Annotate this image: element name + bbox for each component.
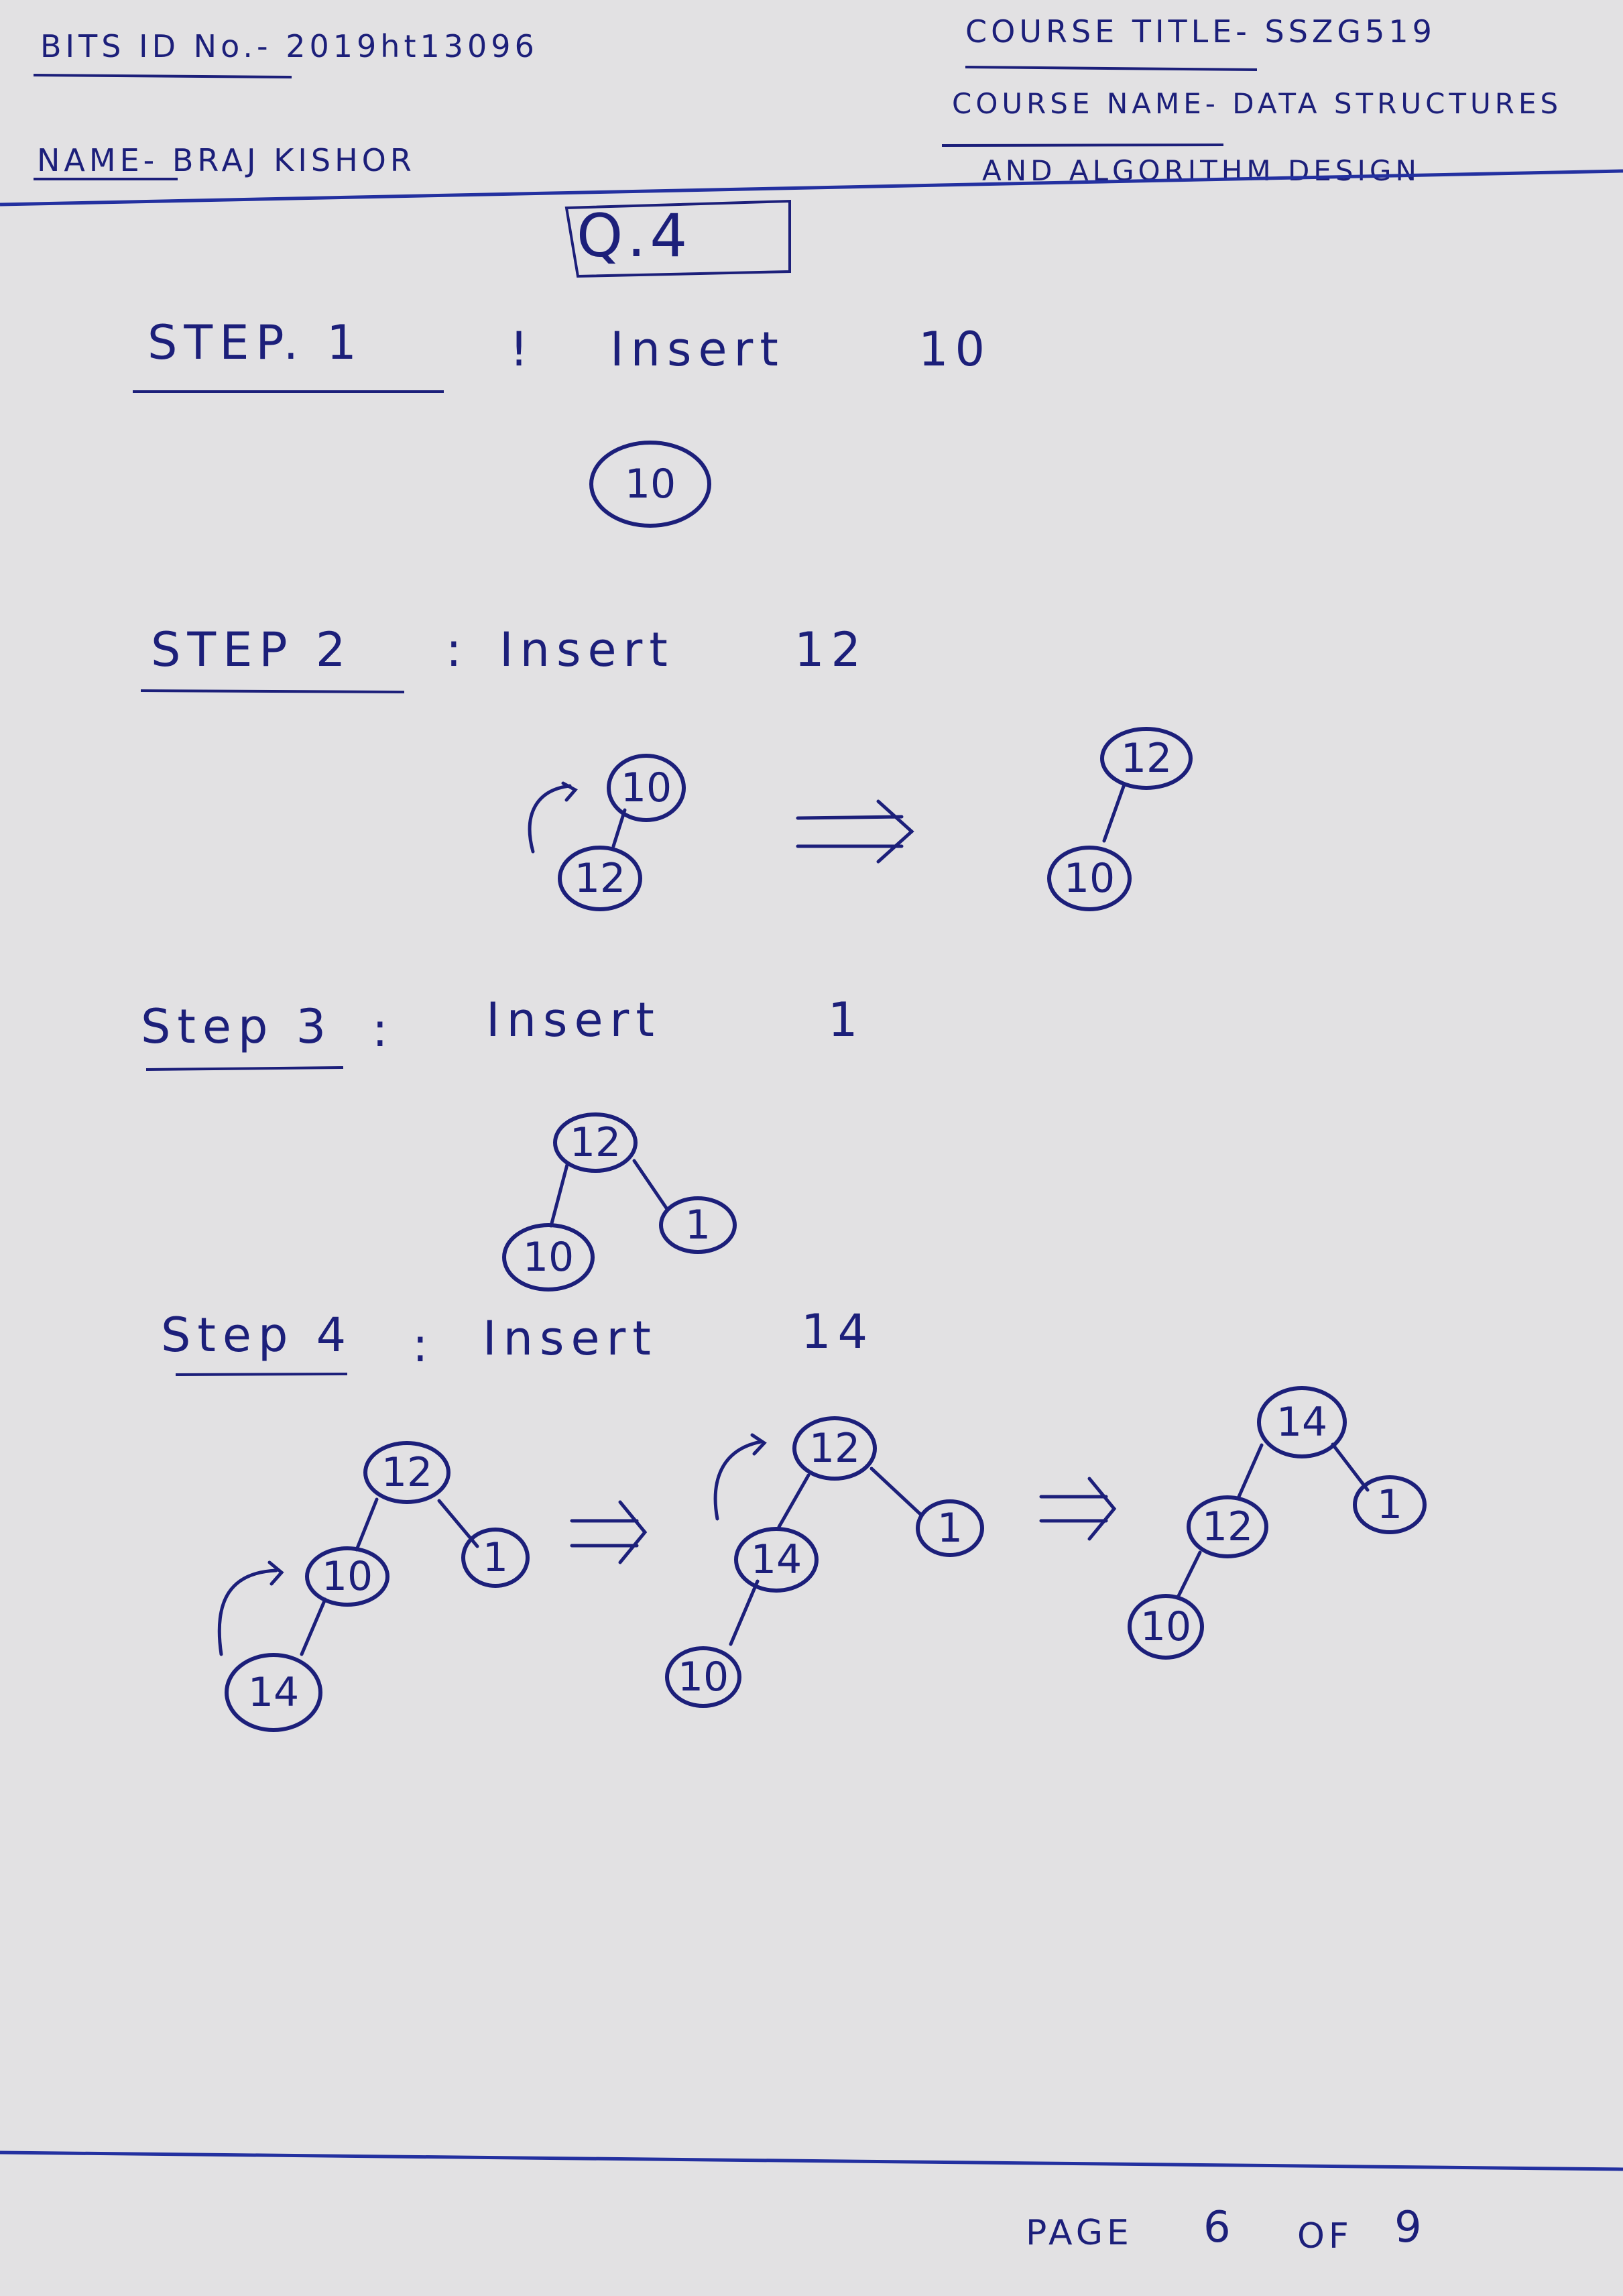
footer-page-number: 6 — [1203, 2203, 1235, 2252]
step-1-label: STEP. 1 — [147, 315, 363, 370]
tree-node-circle — [553, 1112, 638, 1173]
step-3-label: Step 3 — [141, 999, 333, 1054]
step-4-action: Insert — [483, 1311, 658, 1366]
step-3-sep: : — [372, 1002, 395, 1057]
tree-node-label: 14 — [248, 1669, 299, 1716]
question-box — [564, 199, 791, 278]
tree-node-label: 1 — [483, 1534, 508, 1581]
footer-page-label: PAGE — [1026, 2213, 1133, 2253]
tree-node-label: 10 — [523, 1234, 574, 1281]
course-title: COURSE TITLE- SSZG519 — [965, 13, 1436, 50]
tree-node-circle — [734, 1527, 819, 1593]
course-name-underline — [941, 144, 1224, 147]
tree-node-circle — [305, 1546, 389, 1607]
step-2-value: 12 — [794, 622, 868, 677]
tree-node-circle — [916, 1499, 984, 1557]
tree-node-circle — [1353, 1475, 1427, 1534]
tree-node-circle — [558, 846, 642, 911]
tree-node-label: 10 — [621, 764, 672, 811]
tree-node-label: 14 — [751, 1536, 802, 1583]
tree-node-circle — [225, 1653, 322, 1732]
step-1-sep: ! — [509, 322, 536, 377]
tree-node-label: 14 — [1276, 1399, 1327, 1446]
step-2-underline — [140, 689, 405, 693]
tree-node-label: 12 — [1202, 1503, 1253, 1550]
tree-node-label: 10 — [322, 1553, 373, 1600]
step-4-underline — [175, 1373, 348, 1376]
tree-node-circle — [607, 754, 686, 822]
step-3-action: Insert — [486, 992, 661, 1047]
tree-node-label: 1 — [1377, 1481, 1402, 1528]
tree-nodes: 10 10 12 12 10 12 10 1 12 10 1 14 12 14 1 10 14 12 1 10 — [225, 441, 1427, 1732]
footer-rule — [0, 2150, 1623, 2171]
tree-node-label: 12 — [381, 1449, 432, 1496]
step-1-action: Insert — [610, 322, 785, 377]
tree-node-circle — [659, 1196, 737, 1254]
tree-node-label: 10 — [1140, 1603, 1191, 1650]
step-1-value: 10 — [918, 322, 992, 377]
tree-edges — [300, 783, 1370, 1656]
tree-node-label: 10 — [625, 461, 676, 508]
question-number: Q.4 — [577, 201, 692, 270]
step-3-underline — [145, 1066, 344, 1071]
tree-node-circle — [1100, 727, 1193, 790]
tree-node-label: 12 — [1121, 735, 1172, 782]
footer-of-label: OF — [1297, 2216, 1353, 2256]
course-name-line1: COURSE NAME- DATA STRUCTURES — [952, 87, 1563, 120]
tree-node-label: 10 — [1064, 855, 1115, 902]
step-3-value: 1 — [828, 992, 865, 1047]
tree-node-circle — [665, 1646, 741, 1708]
step-4-value: 14 — [801, 1304, 875, 1359]
header-rule — [0, 169, 1623, 207]
student-name: NAME- BRAJ KISHOR — [37, 142, 416, 178]
transform-arrows — [570, 799, 1117, 1564]
tree-node-circle — [1047, 846, 1132, 911]
tree-node-circle — [461, 1528, 530, 1588]
bits-id-underline — [33, 74, 292, 78]
rotation-arrows — [217, 781, 767, 1656]
step-2-sep: : — [446, 622, 469, 677]
tree-node-circle — [363, 1441, 450, 1504]
step-2-action: Insert — [499, 622, 674, 677]
tree-node-label: 1 — [937, 1505, 963, 1552]
tree-node-circle — [502, 1223, 595, 1292]
tree-node-circle — [792, 1416, 877, 1481]
footer-total-pages: 9 — [1394, 2203, 1426, 2252]
tree-node-label: 12 — [575, 855, 625, 902]
course-title-underline — [965, 66, 1258, 71]
tree-node-circle — [1128, 1594, 1204, 1660]
tree-node-circle — [589, 441, 711, 528]
step-4-sep: : — [412, 1318, 435, 1373]
step-2-label: STEP 2 — [151, 622, 353, 677]
tree-node-circle — [1187, 1495, 1268, 1558]
tree-node-label: 1 — [685, 1202, 711, 1249]
tree-node-label: 12 — [570, 1119, 621, 1166]
step-4-label: Step 4 — [161, 1308, 353, 1363]
tree-node-label: 10 — [678, 1654, 729, 1701]
tree-node-circle — [1257, 1386, 1347, 1458]
bits-id: BITS ID No.- 2019ht13096 — [40, 28, 538, 64]
tree-node-label: 12 — [809, 1425, 860, 1472]
